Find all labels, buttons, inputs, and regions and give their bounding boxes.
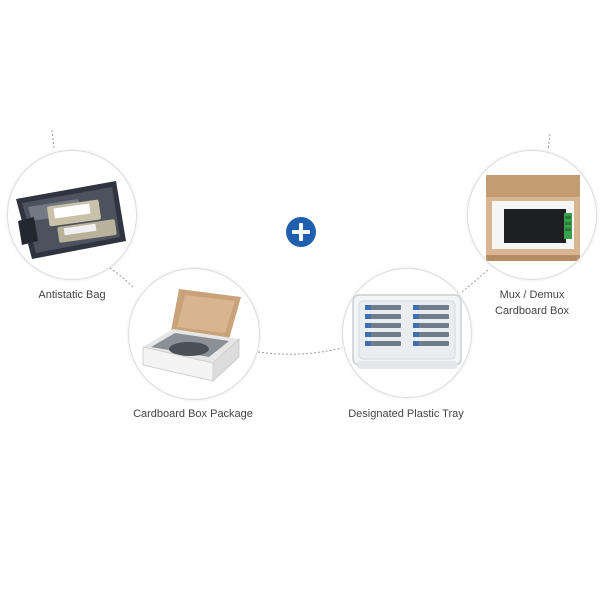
mux-demux-box-image: [467, 150, 597, 280]
mux-demux-box-label: Mux / Demux Cardboard Box: [470, 287, 594, 319]
plus-icon: [286, 217, 316, 247]
connector-tray-mux: [461, 269, 489, 293]
connector-mux-top: [547, 133, 551, 151]
antistatic-bag-label: Antistatic Bag: [38, 289, 106, 301]
plastic-tray-image: [342, 268, 472, 398]
plastic-tray-label: Designated Plastic Tray: [348, 408, 464, 420]
mux-demux-label-line-1: Mux / Demux: [499, 289, 565, 301]
cardboard-box-package-label: Cardboard Box Package: [133, 408, 253, 420]
connector-bag-box: [109, 267, 135, 289]
antistatic-bag-image: [7, 150, 137, 280]
connector-bag-top: [51, 129, 55, 149]
cardboard-box-package-image: [128, 268, 260, 400]
mux-demux-label-line-2: Cardboard Box: [495, 305, 569, 317]
connector-box-tray: [257, 347, 343, 355]
